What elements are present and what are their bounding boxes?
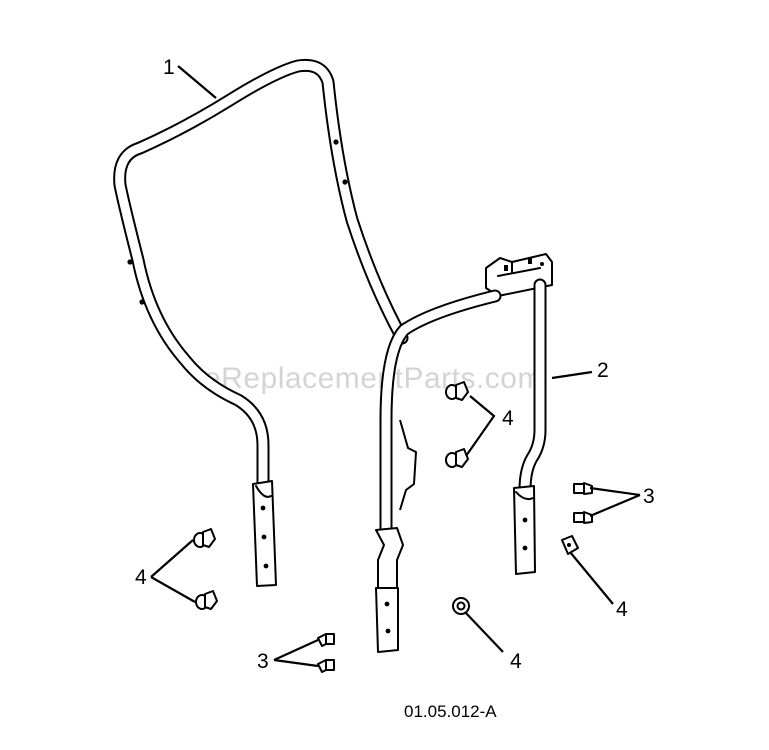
part-4-left-lower-nut [195,590,218,610]
part-4-right-nut [561,535,579,555]
watermark-text: eReplacementParts.com [204,362,543,395]
callout-part-4-left: 4 [135,566,147,589]
callout-part-2: 2 [597,359,609,382]
part-4-center-upper-nut [445,381,469,401]
callout-part-1: 1 [163,56,175,79]
part-3-right-upper-bolt [573,482,593,495]
callout-part-4-center: 4 [502,407,514,430]
part-4-center-lower-nut [445,448,469,468]
part-4-bottom-center-nut [452,597,470,615]
callout-part-4-bottom: 4 [510,650,522,673]
callout-part-3-right: 3 [643,485,655,508]
part-2-lower-frame [375,253,553,653]
part-4-left-upper-nut [193,528,216,548]
callout-part-3-bottom: 3 [257,650,269,673]
fastener-group [193,381,593,673]
part-3-bottom-upper-bolt [317,633,335,647]
diagram-reference-code: 01.05.012-A [404,702,497,721]
part-3-bottom-lower-bolt [317,659,335,673]
callout-labels: 1 2 4 4 3 4 4 3 [135,56,655,673]
part-3-right-lower-bolt [573,511,593,524]
callout-part-4-right: 4 [616,598,628,621]
part-1-upper-frame [113,58,409,587]
leader-lines [150,65,641,668]
